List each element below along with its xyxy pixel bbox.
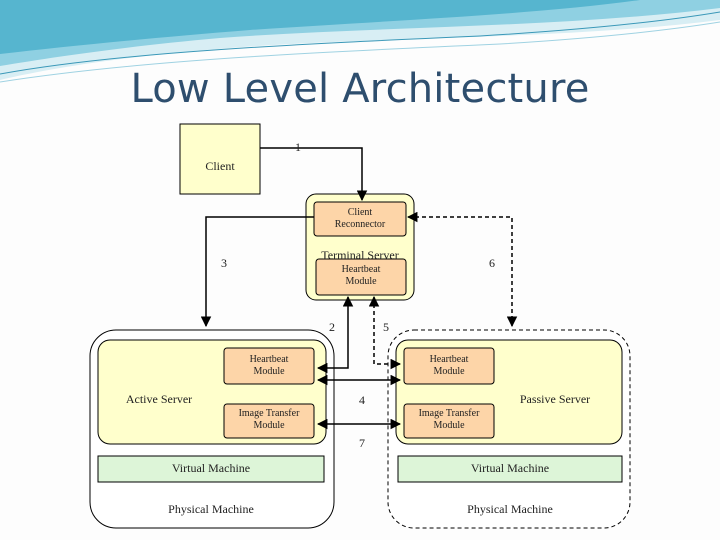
passive-vm-label: Virtual Machine <box>470 461 550 475</box>
connector-number-3: 3 <box>221 256 227 270</box>
active-image-transfer-line-2: Module <box>253 420 285 431</box>
passive-image-transfer-line-1: Image Transfer <box>418 408 480 419</box>
active-image-transfer-box <box>223 403 315 439</box>
terminal-server-label: Terminal Server <box>321 248 399 262</box>
active-server-label: Active Server <box>125 392 193 406</box>
passive-pm-label: Physical Machine <box>467 502 553 516</box>
connector-number-4: 4 <box>359 393 365 407</box>
client-label: Client <box>205 159 235 173</box>
passive-server-label: Passive Server <box>519 392 591 406</box>
ts-heartbeat-box <box>315 258 407 296</box>
active-vm-label: Virtual Machine <box>171 461 251 475</box>
active-vm-box <box>97 455 325 483</box>
client-reconnector-box <box>313 201 407 237</box>
passive-image-transfer-box <box>403 403 495 439</box>
connector-6 <box>406 211 518 328</box>
passive-image-transfer-label: Image Transfer Module <box>404 408 494 432</box>
active-image-transfer-line-1: Image Transfer <box>238 408 300 419</box>
client-box <box>179 123 261 195</box>
passive-heartbeat-label: Heartbeat Module <box>404 354 494 378</box>
client-reconnector-line-2: Reconnector <box>334 219 386 230</box>
connector-number-1: 1 <box>295 140 301 154</box>
connector-3 <box>200 216 314 328</box>
connector-number-5: 5 <box>383 320 389 334</box>
passive-heartbeat-line-1: Heartbeat <box>429 354 469 365</box>
header-wave <box>0 0 720 83</box>
passive-image-transfer-line-2: Module <box>433 420 465 431</box>
connector-1 <box>260 147 368 202</box>
active-heartbeat-label: Heartbeat Module <box>224 354 314 378</box>
page-title: Low Level Architecture <box>130 66 590 112</box>
passive-heartbeat-line-2: Module <box>433 366 465 377</box>
connector-number-2: 2 <box>329 320 335 334</box>
active-heartbeat-box <box>223 347 315 385</box>
connector-5 <box>368 295 402 370</box>
connector-number-6: 6 <box>489 256 495 270</box>
passive-vm-box <box>397 455 623 483</box>
client-reconnector-line-1: Client <box>347 207 373 218</box>
active-pm-label: Physical Machine <box>168 502 254 516</box>
active-image-transfer-label: Image Transfer Module <box>224 408 314 432</box>
ts-heartbeat-line-2: Module <box>345 276 377 287</box>
ts-heartbeat-line-1: Heartbeat <box>341 264 381 275</box>
passive-heartbeat-box <box>403 347 495 385</box>
active-heartbeat-line-1: Heartbeat <box>249 354 289 365</box>
client-reconnector-label: Client Reconnector <box>314 207 406 231</box>
ts-heartbeat-label: Heartbeat Module <box>316 264 406 288</box>
active-heartbeat-line-2: Module <box>253 366 285 377</box>
connector-number-7: 7 <box>359 436 365 450</box>
connector-2 <box>316 295 354 374</box>
